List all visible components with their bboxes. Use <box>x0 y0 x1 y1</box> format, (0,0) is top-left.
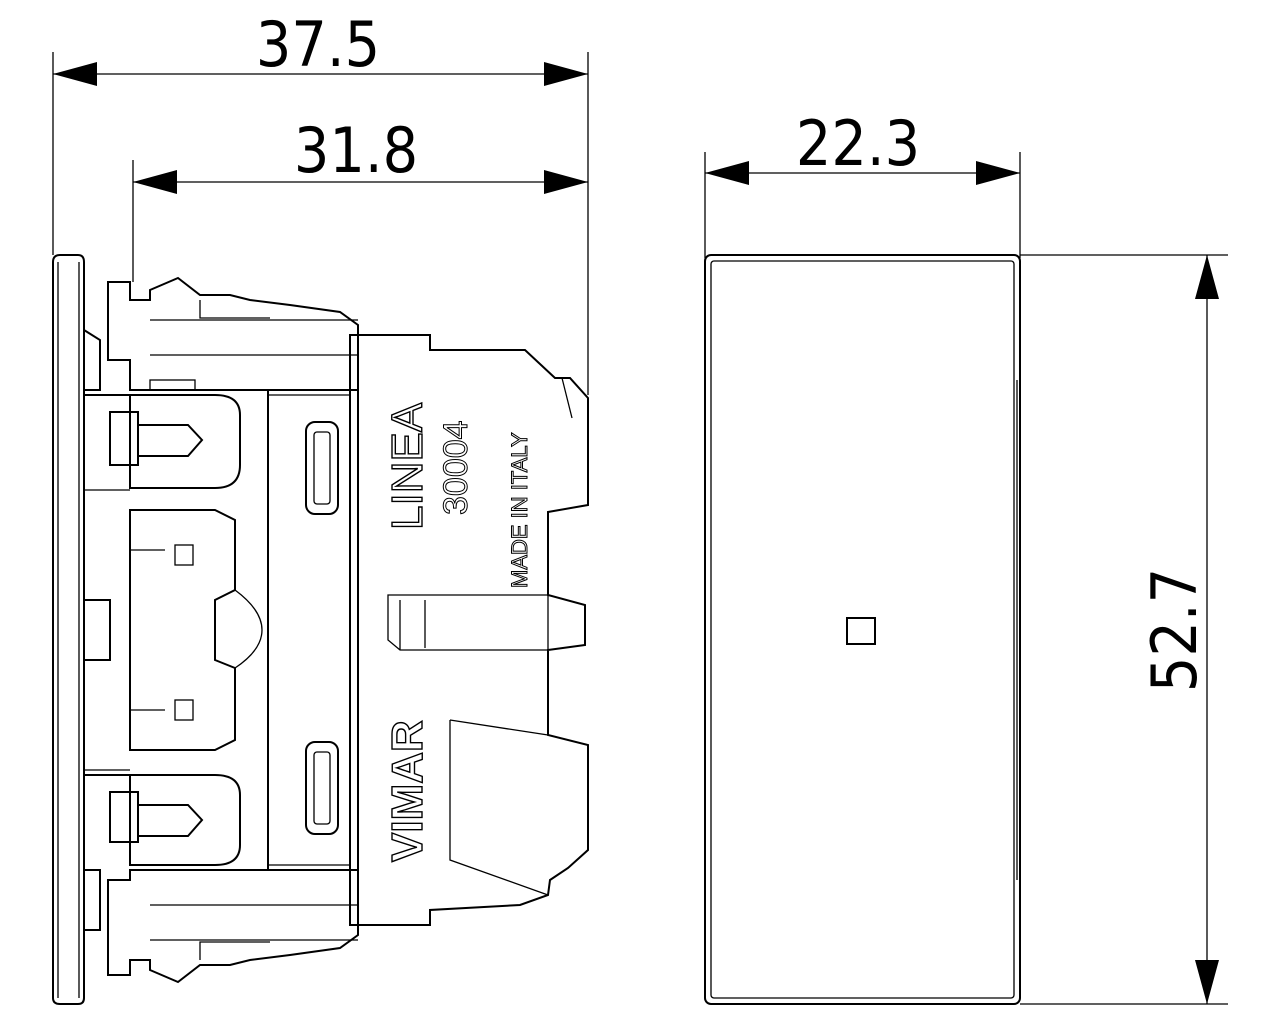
dimension-label-height: 52.7 <box>1138 568 1211 692</box>
dimension-label-overall-depth: 37.5 <box>256 8 380 81</box>
origin-marking: MADE IN ITALY <box>507 432 532 588</box>
terminal-slot-lower <box>305 741 339 835</box>
arrow-right-icon <box>544 62 588 86</box>
arrow-left-icon <box>53 62 97 86</box>
main-housing <box>267 334 589 926</box>
housing-markings: VIMAR LINEA 30004 MADE IN ITALY <box>382 401 532 862</box>
dimension-height: 52.7 <box>1020 254 1228 1005</box>
dimension-body-depth: 31.8 <box>132 114 588 282</box>
side-view: VIMAR LINEA 30004 MADE IN ITALY <box>52 254 589 1005</box>
lower-claw <box>107 869 359 984</box>
arrow-left-icon <box>133 170 177 194</box>
line-marking: LINEA <box>383 402 432 530</box>
arrow-right-icon <box>544 170 588 194</box>
dimension-label-front-width: 22.3 <box>796 107 920 180</box>
inner-mechanism <box>84 394 263 866</box>
code-marking: 30004 <box>437 420 475 515</box>
front-plate <box>52 254 130 1005</box>
upper-claw <box>107 276 359 391</box>
arrow-down-icon <box>1195 960 1219 1004</box>
arrow-left-icon <box>705 161 749 185</box>
dimension-label-body-depth: 31.8 <box>294 114 418 187</box>
arrow-up-icon <box>1195 255 1219 299</box>
dimension-overall-depth: 37.5 <box>52 8 589 395</box>
front-view <box>704 254 1021 1005</box>
dimension-front-width: 22.3 <box>704 107 1021 258</box>
brand-marking: VIMAR <box>383 720 432 862</box>
terminal-slot-upper <box>305 421 339 515</box>
indicator-light-icon <box>846 617 876 645</box>
arrow-right-icon <box>976 161 1020 185</box>
